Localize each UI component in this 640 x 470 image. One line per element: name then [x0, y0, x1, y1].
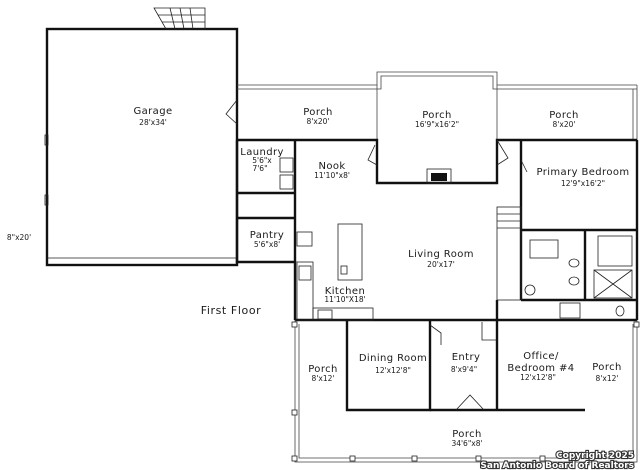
front-porch-outline: [291, 320, 640, 463]
porch-east-name: Porch: [549, 110, 579, 121]
office-name-line-1: Office/: [523, 351, 559, 362]
porch-west-name: Porch: [303, 107, 333, 118]
primary-bedroom-dimensions: 12'9"x16'2": [561, 179, 605, 188]
porch-center-dimensions: 16'9"x16'2": [415, 120, 459, 129]
fixtures: [279, 139, 633, 411]
porch-front-right-dimensions: 8'x12': [596, 374, 619, 383]
watermark-copyright: Copyright 2025: [556, 451, 634, 461]
garage-walls: [44, 7, 239, 267]
dining-room-name: Dining Room: [359, 353, 427, 364]
entry-dimensions: 8'x9'4": [451, 365, 477, 374]
laundry-dimensions-1: 5'6"x: [252, 156, 272, 165]
pantry-dimensions: 5'6"x8': [254, 240, 280, 249]
pantry-name: Pantry: [250, 230, 284, 241]
porch-front-name: Porch: [452, 429, 482, 440]
kitchen-dimensions: 11'10"X18': [324, 295, 365, 304]
porch-front-dimensions: 34'6"x8': [451, 439, 482, 448]
watermark: Copyright 2025 San Antonio Board of Real…: [479, 450, 635, 470]
porch-front-left-dimensions: 8'x12': [312, 374, 335, 383]
rear-porch-outline: [237, 71, 638, 140]
floor-label: First Floor: [201, 304, 262, 317]
dining-room-dimensions: 12'x12'8": [375, 366, 411, 375]
room-labels: Garage 28'x34' Porch 8'x20' Porch 16'9"x…: [7, 106, 629, 448]
porch-west-dimensions: 8'x20': [307, 117, 330, 126]
primary-bedroom-name: Primary Bedroom: [536, 167, 629, 178]
living-room-dimensions: 20'x17': [427, 260, 455, 269]
office-dimensions: 12'x12'8": [520, 373, 556, 382]
porch-center-name: Porch: [422, 110, 452, 121]
laundry-name: Laundry: [240, 147, 284, 158]
garage-name: Garage: [133, 106, 172, 117]
porch-front-right-name: Porch: [592, 362, 622, 373]
porch-east-dimensions: 8'x20': [553, 120, 576, 129]
garage-dimensions: 28'x34': [139, 118, 167, 127]
office-name-line-2: Bedroom #4: [507, 363, 574, 374]
left-edge-dimension: 8"x20': [7, 233, 31, 242]
kitchen-name: Kitchen: [325, 286, 365, 297]
nook-dimensions: 11'10"x8': [314, 171, 350, 180]
laundry-dimensions-2: 7'6": [252, 164, 267, 173]
entry-name: Entry: [452, 352, 481, 363]
living-room-name: Living Room: [408, 249, 474, 260]
watermark-source: San Antonio Board of Realtors: [480, 461, 634, 470]
nook-name: Nook: [318, 161, 345, 172]
porch-front-left-name: Porch: [308, 364, 338, 375]
